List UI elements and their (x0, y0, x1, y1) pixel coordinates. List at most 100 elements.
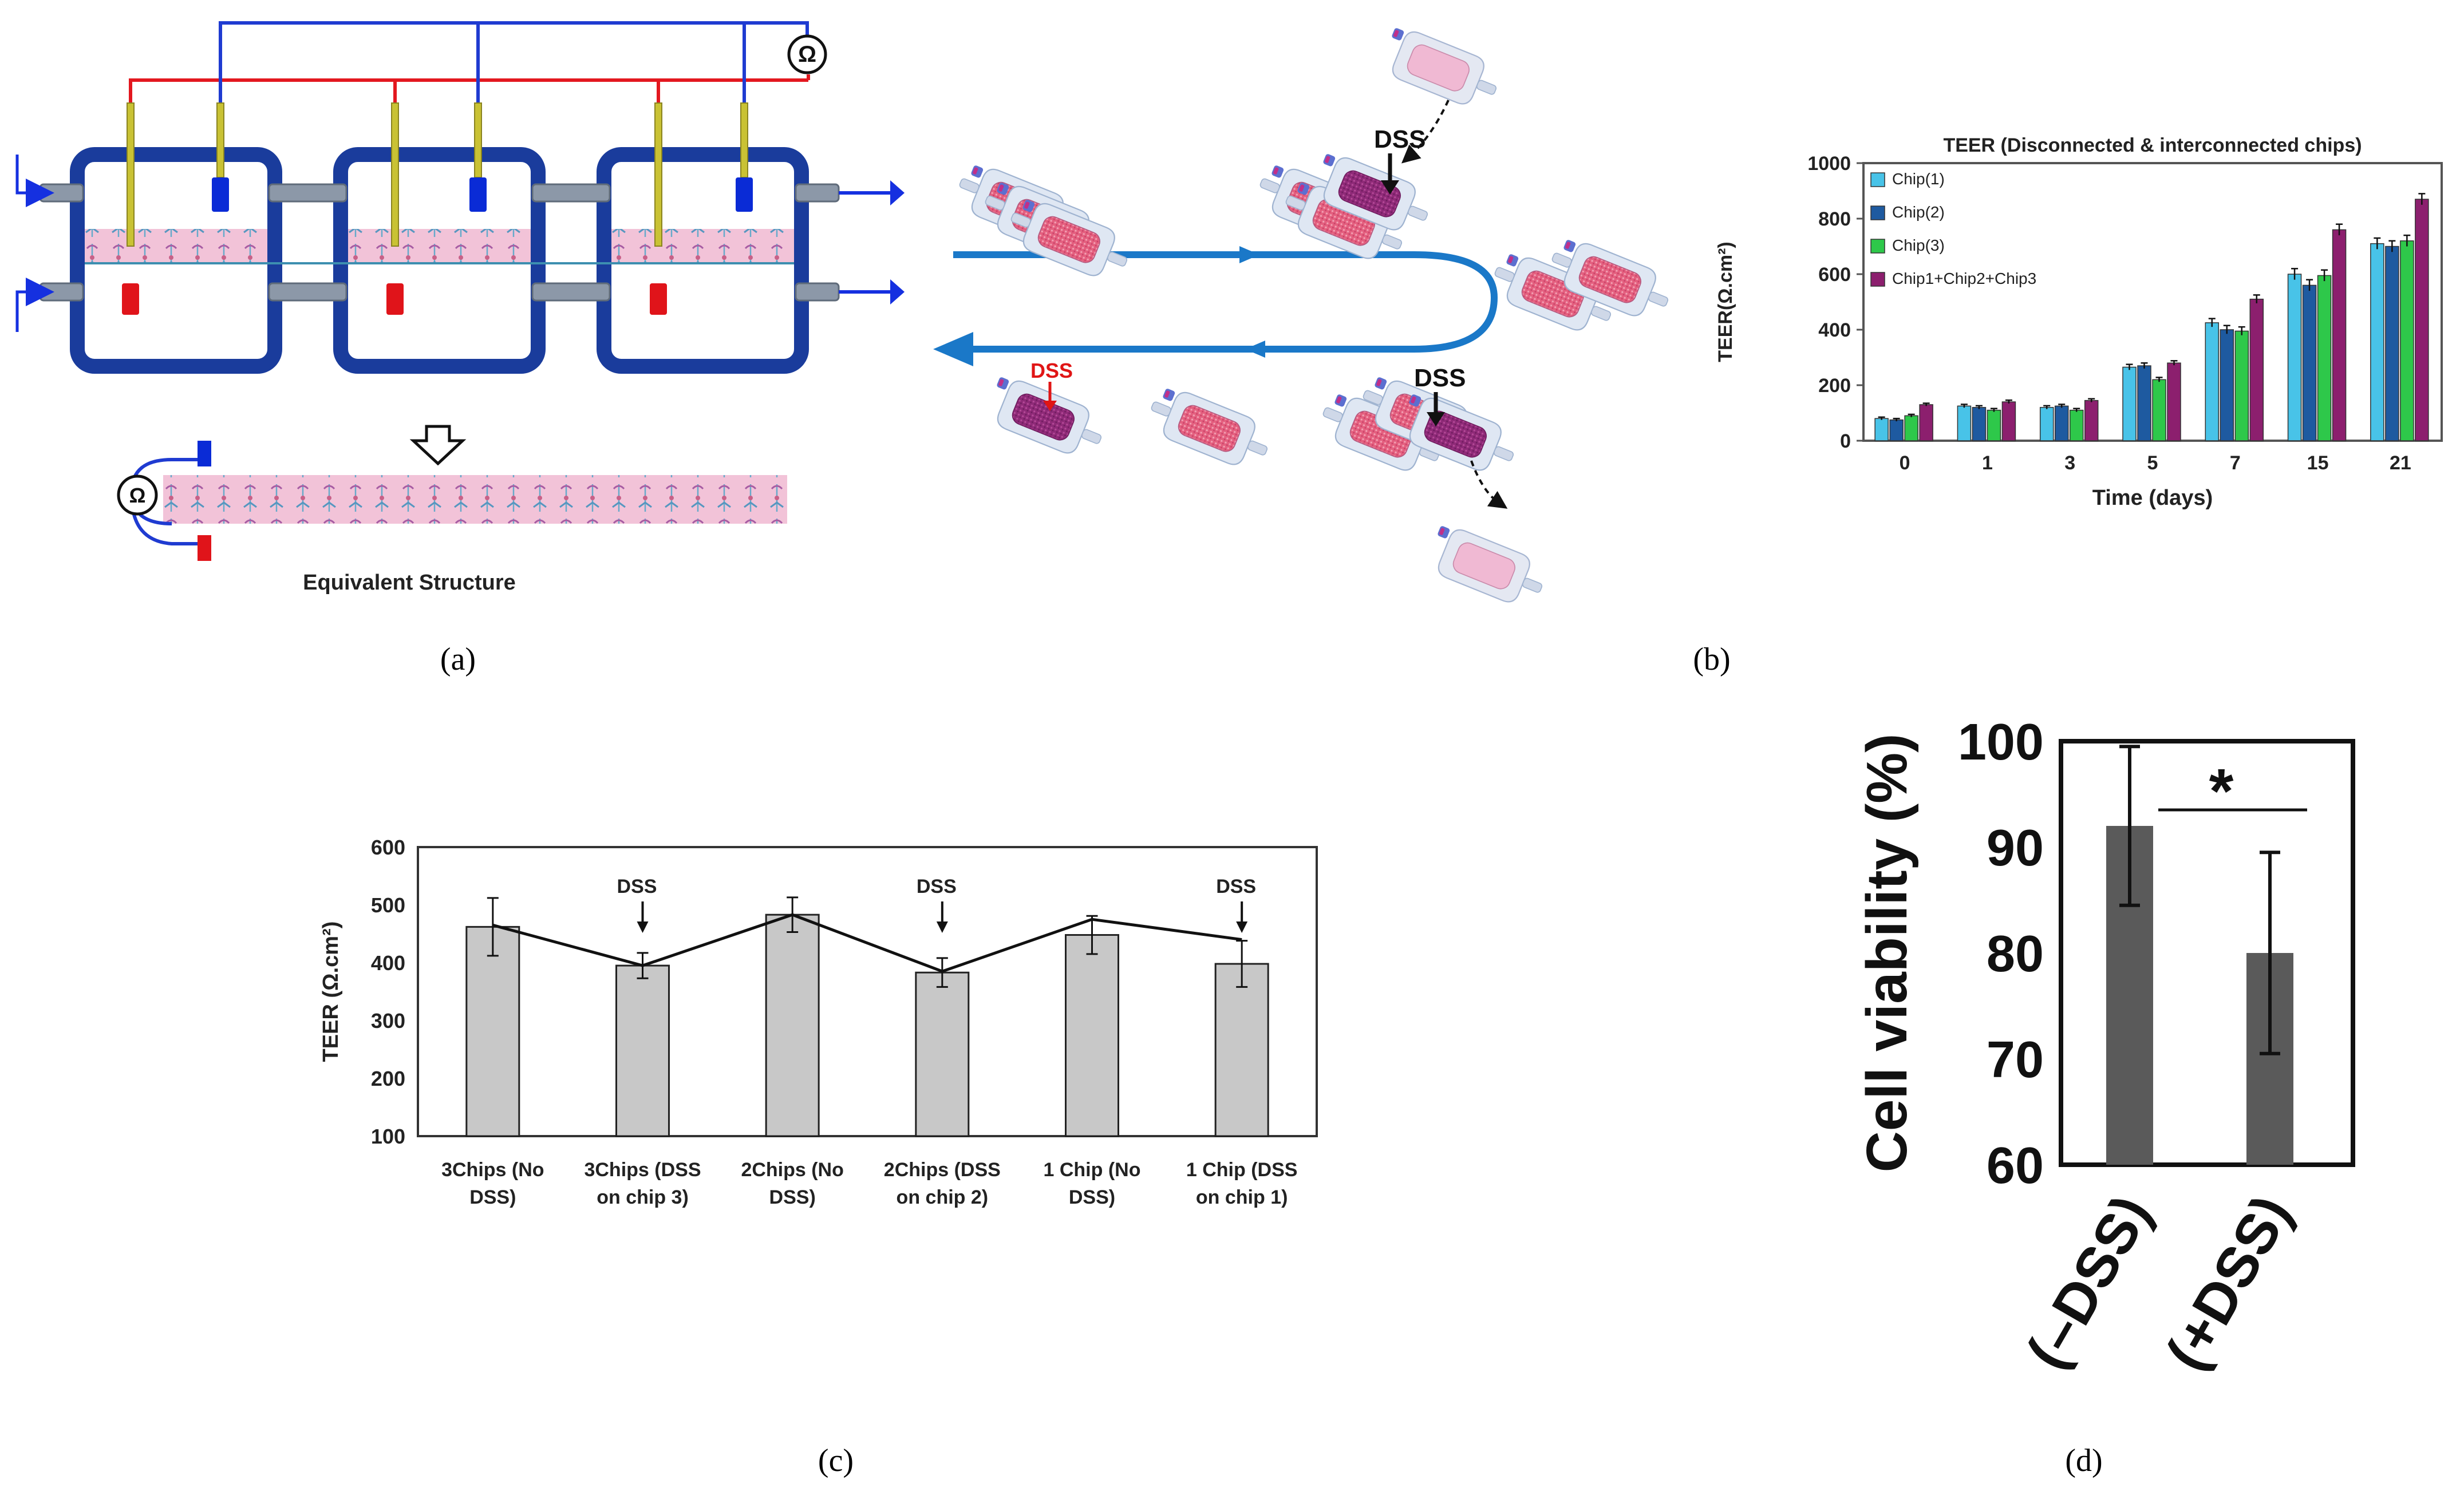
y-tick-label: 0 (1840, 430, 1851, 452)
panel-a-diagram: Ω (15, 21, 905, 677)
bar (615, 964, 670, 1137)
dss-arrowhead (936, 921, 948, 933)
bar (2332, 229, 2347, 441)
x-tick-label: 3 (2064, 452, 2075, 474)
legend-swatch (1870, 239, 1885, 254)
y-tick-label: 1000 (1807, 153, 1851, 175)
bar (2415, 199, 2429, 441)
y-tick-label: 70 (1987, 1031, 2044, 1089)
y-tick-label: 600 (371, 836, 405, 859)
electrodes (122, 177, 753, 315)
bar (2385, 246, 2399, 441)
y-axis-label: TEER(Ω.cm²) (1715, 242, 1736, 362)
ohm-meter-icon-2 (117, 474, 158, 516)
bar (1889, 419, 1904, 441)
dss-arrowhead (1236, 921, 1248, 933)
bar (2001, 401, 2016, 441)
bar (2249, 298, 2264, 441)
y-tick-label: 400 (371, 951, 405, 975)
bar (2220, 329, 2234, 441)
y-tick-label: 800 (1818, 208, 1851, 230)
y-tick-label: 60 (1987, 1137, 2044, 1195)
x-tick-label: 7 (2230, 452, 2241, 474)
x-tick-label: 3Chips (No (441, 1159, 544, 1181)
x-tick-label: 1 Chip (No (1044, 1159, 1141, 1181)
y-tick-label: 200 (1818, 375, 1851, 397)
dss-annotation: DSS (917, 876, 957, 897)
y-axis-label: TEER (Ω.cm²) (319, 921, 343, 1062)
plot-frame (2059, 739, 2355, 1167)
bar (2069, 409, 2084, 441)
bar (2400, 240, 2414, 441)
bar (2317, 275, 2332, 441)
panel-caption-c: (c) (818, 1443, 854, 1478)
legend-label: Chip(1) (1892, 170, 1945, 188)
bar (2054, 405, 2069, 441)
panel-caption-b: (b) (1693, 642, 1730, 677)
y-axis-label: Cell viability (%) (1855, 734, 1919, 1173)
dss-label-right: DSS (1414, 364, 1466, 392)
y-tick-label: 600 (1818, 264, 1851, 286)
legend-swatch (1870, 205, 1885, 220)
bar (2039, 407, 2054, 441)
bar (2152, 379, 2166, 441)
bar (1874, 418, 1889, 441)
significance-marker: * (2209, 756, 2234, 826)
x-tick-label: 21 (2390, 452, 2411, 474)
dss-annotation: DSS (617, 876, 657, 897)
down-arrow-icon (409, 425, 467, 466)
bar (2302, 284, 2317, 441)
bar (2167, 362, 2181, 441)
svg-text:Ω: Ω (798, 42, 816, 67)
legend-label: Chip(2) (1892, 203, 1945, 221)
dss-label-red: DSS (1030, 359, 1073, 382)
bar (2205, 322, 2220, 441)
svg-text:Ω: Ω (129, 484, 146, 507)
x-axis-label: Time (days) (2092, 486, 2213, 510)
series-line (492, 913, 1242, 973)
flow-arrows (15, 155, 905, 332)
y-tick-label: 100 (1958, 714, 2044, 771)
bar (915, 971, 970, 1137)
y-tick-label: 300 (371, 1009, 405, 1033)
bar (2370, 243, 2384, 441)
x-tick-label: 2Chips (DSS (884, 1159, 1001, 1181)
bar (2234, 330, 2249, 441)
legend-label: Chip(3) (1892, 236, 1945, 254)
x-tick-label: 0 (1900, 452, 1910, 474)
wiring (129, 21, 810, 103)
equivalent-structure-label: Equivalent Structure (303, 571, 516, 595)
bar (765, 913, 820, 1137)
bar (1957, 405, 1972, 441)
bar (2122, 366, 2137, 441)
bar (2137, 365, 2151, 441)
bar (1214, 963, 1269, 1137)
x-tick-label: on chip 1) (1196, 1186, 1288, 1208)
x-tick-label: 5 (2147, 452, 2158, 474)
x-tick-label: DSS) (469, 1186, 516, 1208)
y-tick-label: 90 (1987, 820, 2044, 877)
dss-arrowhead (637, 921, 649, 933)
x-tick-label: 2Chips (No (741, 1159, 843, 1181)
bar (1972, 407, 1987, 441)
legend-swatch (1870, 272, 1885, 287)
bar (1987, 409, 2001, 441)
y-tick-label: 80 (1987, 925, 2044, 983)
ohm-meter-icon: Ω (787, 34, 827, 74)
x-tick-label: 1 Chip (DSS (1186, 1159, 1298, 1181)
x-tick-label: (+DSS) (2154, 1185, 2304, 1381)
panel-caption-a: (a) (440, 642, 476, 677)
bar (1904, 415, 1918, 441)
panel-b-flow-diagram: DSS DSS DSS (933, 27, 1677, 613)
x-tick-label: on chip 3) (597, 1186, 689, 1208)
x-tick-label: on chip 2) (897, 1186, 989, 1208)
dss-label-top: DSS (1374, 125, 1426, 153)
x-tick-label: 1 (1982, 452, 1993, 474)
bar (2084, 400, 2099, 441)
x-tick-label: 15 (2307, 452, 2329, 474)
legend-label: Chip1+Chip2+Chip3 (1892, 270, 2036, 287)
dss-annotation: DSS (1216, 876, 1256, 897)
x-tick-label: (–DSS) (2014, 1185, 2163, 1379)
